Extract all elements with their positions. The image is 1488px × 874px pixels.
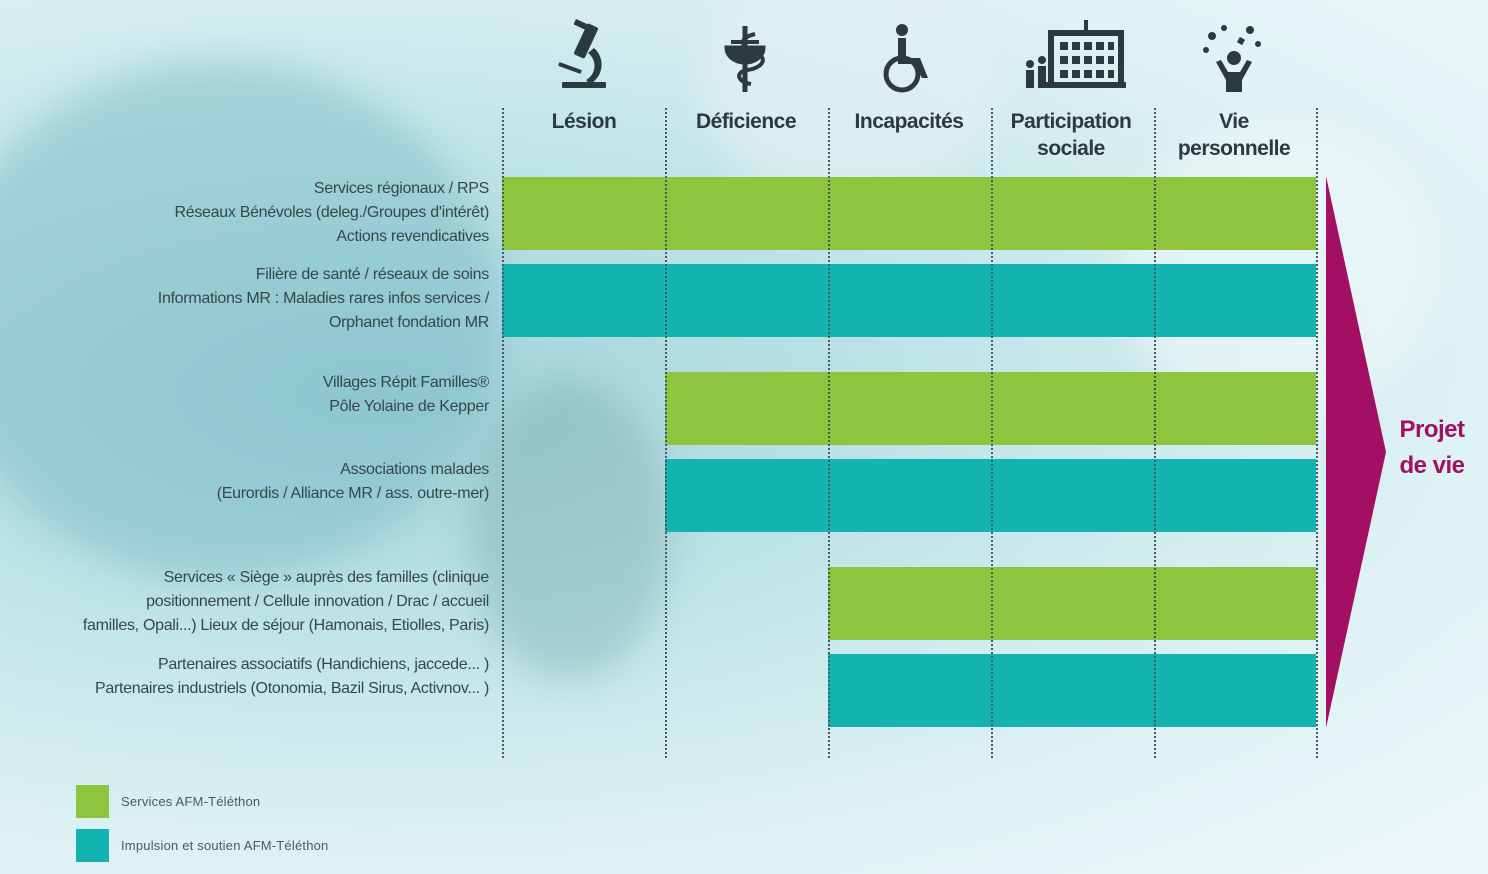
- caduceus-icon: [724, 26, 766, 92]
- row-label-partenaires: Partenaires associatifs (Handichiens, ja…: [94, 656, 489, 697]
- bar-filiere-sante: [502, 264, 1316, 337]
- row-label-filiere-sante: Filière de santé / réseaux de soins Info…: [157, 266, 490, 331]
- row-label-associations-malades: Associations malades (Eurordis / Allianc…: [216, 461, 490, 502]
- bar-villages-repit: [665, 372, 1316, 445]
- outcome-label: Projet de vie: [1399, 416, 1465, 479]
- legend-item-services: Services AFM-Téléthon: [76, 784, 260, 818]
- stage-separator: [1154, 108, 1156, 758]
- legend-swatch-teal: [76, 828, 109, 862]
- legend-label: Services AFM-Téléthon: [121, 793, 261, 809]
- stage-separator: [828, 108, 830, 758]
- wheelchair-icon: [883, 24, 928, 93]
- background-photo: [700, 0, 1000, 200]
- row-label-villages-repit: Villages Répit Familles® Pôle Yolaine de…: [322, 374, 489, 415]
- row-label-services-regionaux: Services régionaux / RPS Réseaux Bénévol…: [174, 180, 490, 245]
- bar-associations-malades: [665, 459, 1316, 532]
- legend-label: Impulsion et soutien AFM-Téléthon: [121, 837, 329, 853]
- bar-services-siege: [828, 567, 1316, 640]
- stage-separator: [991, 108, 993, 758]
- stage-label-vie-personnelle: Vie personnelle: [1177, 110, 1291, 160]
- row-label-services-siege: Services « Siège » auprès des familles (…: [82, 569, 489, 634]
- legend-item-impulsion: Impulsion et soutien AFM-Téléthon: [76, 828, 328, 862]
- legend-swatch-green: [76, 784, 109, 818]
- stage-label-lesion: Lésion: [551, 110, 617, 133]
- juggling-person-icon: [1203, 25, 1261, 92]
- background-photo: [470, 380, 670, 680]
- school-building-icon: [1026, 20, 1126, 88]
- bar-services-regionaux: [502, 177, 1316, 250]
- stage-label-incapacites: Incapacités: [854, 110, 964, 133]
- stage-separator: [665, 108, 667, 758]
- stage-label-participation-sociale: Participation sociale: [1010, 110, 1132, 160]
- stage-separator: [502, 108, 504, 758]
- bar-partenaires: [828, 654, 1316, 727]
- microscope-icon: [558, 19, 606, 88]
- stage-separator: [1316, 108, 1318, 758]
- projet-de-vie-arrow: [1326, 176, 1386, 728]
- background-photo: [0, 60, 500, 580]
- stage-label-deficience: Déficience: [695, 110, 797, 133]
